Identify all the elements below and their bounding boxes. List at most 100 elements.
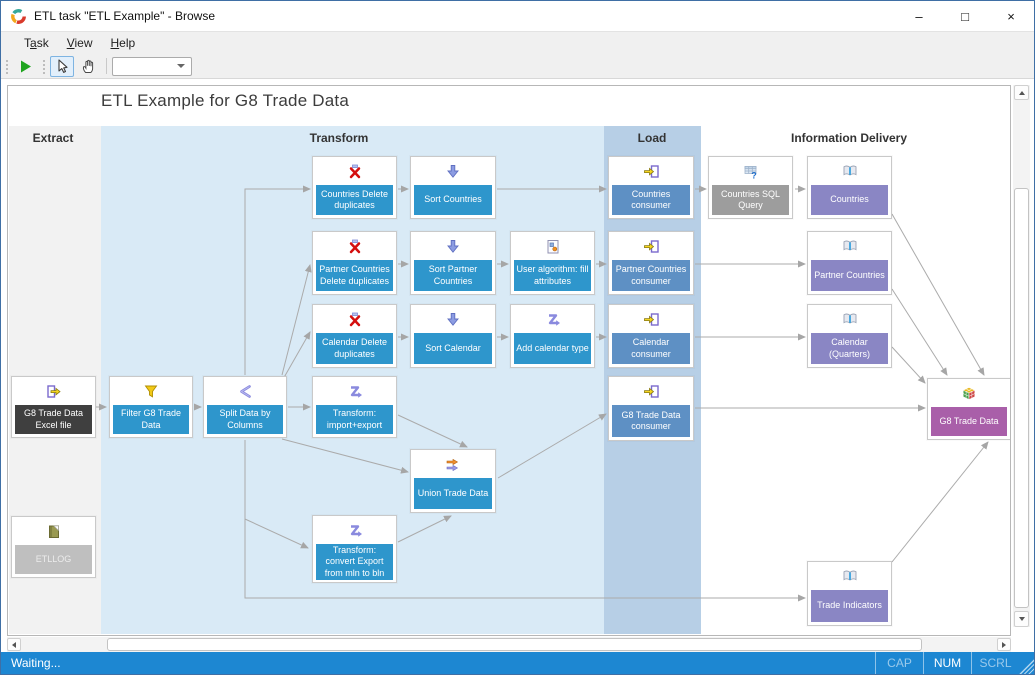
node-label: Countries consumer — [612, 185, 690, 215]
edge — [397, 414, 468, 448]
pan-tool-button[interactable] — [76, 56, 100, 77]
import-door-icon — [609, 305, 693, 332]
triangle-left-icon — [12, 641, 16, 648]
diagram-node-convert[interactable]: Transform: convert Export from mln to bl… — [312, 515, 397, 583]
book-icon — [808, 305, 891, 332]
minimize-button[interactable]: – — [915, 8, 923, 24]
edge — [281, 438, 409, 474]
diagram-node-excel-file[interactable]: G8 Trade Data Excel file — [11, 376, 96, 438]
node-label: Countries — [811, 185, 888, 215]
book-icon — [808, 157, 891, 184]
diagram-node-calendar-dd[interactable]: Calendar Delete duplicates — [312, 304, 397, 368]
diagram-node-countries-dd[interactable]: Countries Delete duplicates — [312, 156, 397, 219]
horizontal-scroll-thumb[interactable] — [107, 638, 922, 651]
diagram-node-sort-countries[interactable]: Sort Countries — [410, 156, 496, 219]
horizontal-scrollbar[interactable] — [7, 637, 1011, 652]
node-label: Calendar Delete duplicates — [316, 333, 393, 364]
zoom-combobox[interactable] — [112, 56, 192, 76]
diagram-title: ETL Example for G8 Trade Data — [101, 91, 350, 110]
node-label: G8 Trade Data Excel file — [15, 405, 92, 434]
menu-item-view[interactable]: View — [66, 36, 93, 50]
diagram-node-partner-countries[interactable]: Partner Countries — [807, 231, 892, 295]
status-key-cap: CAP — [887, 656, 912, 670]
close-button[interactable]: × — [1007, 8, 1015, 24]
node-label: Partner Countries Delete duplicates — [316, 260, 393, 291]
diagram-edges — [96, 185, 989, 602]
vertical-scroll-thumb[interactable] — [1014, 188, 1029, 608]
node-label: Split Data by Columns — [207, 405, 283, 434]
scroll-left-button[interactable] — [7, 638, 21, 651]
diagram-node-partner-dd[interactable]: Partner Countries Delete duplicates — [312, 231, 397, 295]
svg-text:?: ? — [751, 171, 757, 181]
node-label: Sort Countries — [414, 185, 492, 215]
status-separator — [923, 652, 924, 674]
run-button[interactable] — [13, 56, 37, 77]
diagram-node-imp-exp[interactable]: Transform: import+export — [312, 376, 397, 438]
scroll-down-button[interactable] — [1014, 611, 1029, 627]
triangle-down-icon — [1018, 617, 1025, 621]
diagram-node-union[interactable]: Union Trade Data — [410, 449, 496, 513]
diagram-node-etllog[interactable]: ETLLOG — [11, 516, 96, 578]
diagram-node-trade-indicators[interactable]: Trade Indicators — [807, 561, 892, 626]
column-header-load: Load — [637, 131, 667, 145]
sort-icon — [411, 305, 495, 332]
node-label: Partner Countries — [811, 260, 888, 291]
import-door-icon — [609, 157, 693, 184]
diagram-node-user-alg[interactable]: User algorithm: fill attributes — [510, 231, 595, 295]
menu-bar: Task View Help — [1, 31, 1034, 54]
edge — [281, 264, 312, 376]
scroll-up-button[interactable] — [1014, 85, 1029, 100]
diagram-node-partner-consumer[interactable]: Partner Countries consumer — [608, 231, 694, 295]
column-header-transform: Transform — [309, 131, 369, 145]
menu-item-task[interactable]: Task — [24, 36, 49, 50]
maximize-button[interactable]: □ — [961, 8, 969, 24]
window-title: ETL task "ETL Example" - Browse — [34, 9, 216, 23]
edge — [244, 440, 309, 549]
edge — [891, 346, 926, 384]
node-label: Countries Delete duplicates — [316, 185, 393, 215]
toolbar-grip[interactable] — [4, 58, 9, 74]
select-tool-button[interactable] — [50, 55, 74, 77]
resize-grip[interactable] — [1019, 652, 1034, 674]
sql-query-icon: ? — [709, 157, 792, 184]
scroll-right-button[interactable] — [997, 638, 1011, 651]
diagram-node-sort-partner[interactable]: Sort Partner Countries — [410, 231, 496, 295]
diagram-node-countries-consumer[interactable]: Countries consumer — [608, 156, 694, 219]
toolbar-grip[interactable] — [41, 58, 46, 74]
import-door-icon — [609, 377, 693, 404]
vertical-scrollbar[interactable] — [1013, 85, 1030, 627]
diagram-node-add-cal-type[interactable]: Add calendar type — [510, 304, 595, 368]
diagram-node-calendar-quarters[interactable]: Calendar (Quarters) — [807, 304, 892, 368]
menu-item-help[interactable]: Help — [110, 36, 136, 50]
import-door-icon — [609, 232, 693, 259]
status-key-scrl: SCRL — [979, 656, 1012, 670]
node-label: Countries SQL Query — [712, 185, 789, 215]
diagram-node-countries[interactable]: Countries — [807, 156, 892, 219]
delete-duplicates-icon — [313, 305, 396, 332]
column-header-extract: Extract — [32, 131, 74, 145]
diagram-node-filter[interactable]: Filter G8 Trade Data — [109, 376, 193, 438]
node-label: Trade Indicators — [811, 590, 888, 622]
node-label: G8 Trade Data — [931, 407, 1007, 436]
sort-icon — [411, 157, 495, 184]
diagram-node-sql-query[interactable]: ? Countries SQL Query — [708, 156, 793, 219]
log-file-icon — [12, 517, 95, 544]
diagram-node-g8-consumer[interactable]: G8 Trade Data consumer — [608, 376, 694, 441]
edge — [891, 213, 985, 376]
edge — [281, 331, 311, 382]
toolbar — [1, 54, 1034, 79]
diagram-node-split[interactable]: Split Data by Columns — [203, 376, 287, 438]
cursor-icon — [58, 58, 68, 73]
diagram-node-g8-cube[interactable]: G8 Trade Data — [927, 378, 1010, 440]
transform-icon — [313, 377, 396, 404]
transform-icon — [313, 516, 396, 543]
diagram-node-sort-calendar[interactable]: Sort Calendar — [410, 304, 496, 368]
node-label: Partner Countries consumer — [612, 260, 690, 291]
diagram-node-calendar-consumer[interactable]: Calendar consumer — [608, 304, 694, 368]
triangle-up-icon — [1018, 90, 1025, 95]
node-label: G8 Trade Data consumer — [612, 405, 690, 437]
toolbar-separator — [106, 58, 107, 74]
